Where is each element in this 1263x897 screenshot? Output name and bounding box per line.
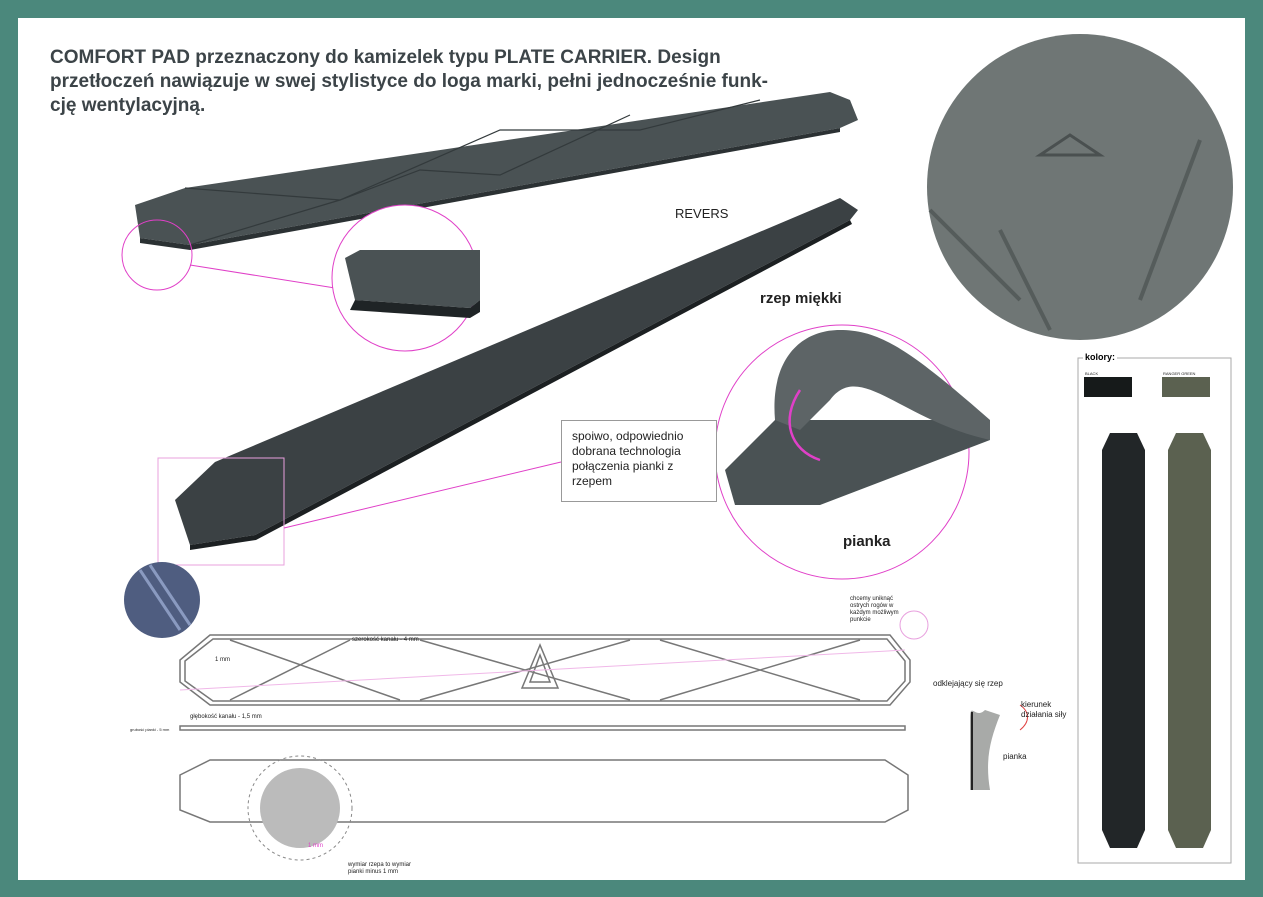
corner-note-circle — [899, 610, 929, 640]
technical-drawing-velcro — [179, 759, 909, 823]
texture-channels — [928, 139, 1202, 331]
revers-label: REVERS — [675, 206, 729, 221]
velcro-label: rzep miękki — [760, 290, 842, 307]
pad-back-render — [175, 198, 858, 545]
swatch-ranger-green — [1162, 377, 1210, 397]
corner-detail-pad — [345, 250, 480, 308]
callout-leader-line — [283, 461, 562, 529]
side-profile — [970, 710, 1000, 790]
swatch-black — [1084, 377, 1132, 397]
corner-leader-line — [189, 264, 336, 289]
fabric-swatch-circle — [124, 562, 200, 638]
layer-detail-foam — [725, 420, 990, 505]
velcro-offset-note: 1 mm — [308, 843, 323, 849]
channel-width-note: szerokość kanału - 4 mm — [352, 637, 419, 643]
colors-heading: kolory: — [1083, 352, 1118, 362]
foam-label: pianka — [843, 533, 891, 550]
force-direction-note: kierunek działania siły — [1021, 700, 1067, 719]
fabric-swatch-stitch — [138, 564, 192, 631]
texture-detail-circle — [927, 34, 1233, 340]
peel-arrow-icon — [788, 389, 821, 462]
force-arrow-icon — [1019, 704, 1028, 731]
corner-highlight-circle — [121, 219, 193, 291]
corner-detail-edge — [350, 300, 480, 318]
pad-green — [1168, 433, 1211, 848]
velcro-detail-outline — [247, 755, 353, 861]
logo-emboss-icon — [1035, 133, 1105, 157]
foam-thickness-note: grubość pianki - 5 mm — [130, 727, 170, 732]
technical-drawing-top — [179, 634, 911, 823]
page-title: COMFORT PAD przeznaczony do kamizelek ty… — [50, 47, 768, 116]
velcro-size-note: wymiar rzepa to wymiar pianki minus 1 mm — [348, 862, 412, 875]
peeling-velcro-note: odklejający się rzep — [933, 679, 1003, 688]
adhesive-callout: spoiwo, odpowiednio dobrana technologia … — [561, 420, 717, 502]
pad-front-channels — [184, 99, 761, 246]
radius-note: 1 mm — [215, 657, 230, 663]
channel-depth-note: głębokość kanału - 1,5 mm — [190, 714, 262, 720]
swatch-black-label: BLACK — [1085, 371, 1099, 376]
velcro-texture-detail — [260, 768, 340, 848]
pad-black — [1102, 433, 1145, 848]
drawing-leader-line — [179, 649, 906, 691]
layer-detail-velcro-flap — [774, 330, 990, 440]
colors-panel — [1077, 357, 1232, 864]
swatch-green-label: RANGER GREEN — [1163, 371, 1196, 376]
side-foam-note: pianka — [1003, 752, 1027, 761]
back-corner-highlight-box — [157, 457, 285, 566]
corners-note: chcemy uniknąć ostrych rogów w każdym mo… — [850, 596, 899, 623]
